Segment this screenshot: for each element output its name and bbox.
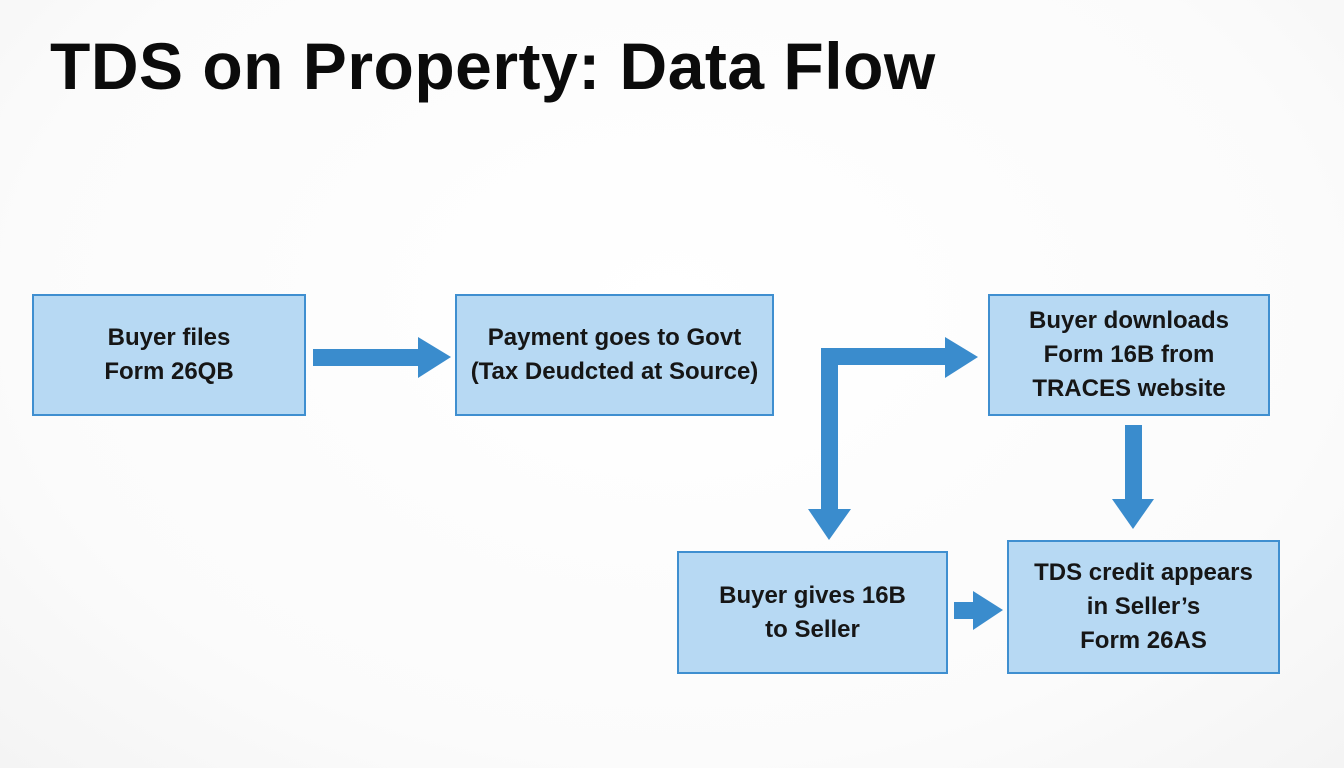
box-payment-govt-line-2: (Tax Deudcted at Source) bbox=[470, 358, 759, 385]
box-payment-govt: Payment goes to Govt (Tax Deudcted at So… bbox=[455, 294, 774, 416]
box-buyer-downloads-line-1: Buyer downloads bbox=[1028, 307, 1230, 334]
box-payment-govt-line-1: Payment goes to Govt bbox=[487, 324, 742, 351]
box-buyer-downloads-line-2: Form 16B from bbox=[1043, 341, 1215, 368]
box-tds-credit-line-1: TDS credit appears bbox=[1034, 559, 1253, 586]
box-buyer-downloads: Buyer downloads Form 16B from TRACES web… bbox=[988, 294, 1270, 416]
box-buyer-files: Buyer files Form 26QB bbox=[32, 294, 306, 416]
box-buyer-gives-line-1: Buyer gives 16B bbox=[719, 581, 906, 609]
arrow-downloads-to-credit bbox=[1112, 425, 1154, 529]
box-buyer-files-line-2: Form 26QB bbox=[104, 358, 234, 385]
page-title: TDS on Property: Data Flow bbox=[50, 29, 936, 103]
box-tds-credit-line-2: in Seller’s bbox=[1086, 593, 1201, 620]
box-buyer-files-line-1: Buyer files bbox=[107, 324, 231, 351]
box-tds-credit-line-3: Form 26AS bbox=[1080, 627, 1207, 654]
box-buyer-gives: Buyer gives 16B to Seller bbox=[677, 551, 948, 674]
arrow-files-to-payment bbox=[313, 337, 451, 378]
box-tds-credit: TDS credit appears in Seller’s Form 26AS bbox=[1007, 540, 1280, 674]
box-buyer-gives-line-2: to Seller bbox=[765, 615, 860, 643]
box-buyer-downloads-line-3: TRACES website bbox=[1032, 375, 1226, 402]
arrow-elbow-connector bbox=[808, 337, 978, 540]
arrow-gives-to-credit bbox=[954, 591, 1003, 630]
